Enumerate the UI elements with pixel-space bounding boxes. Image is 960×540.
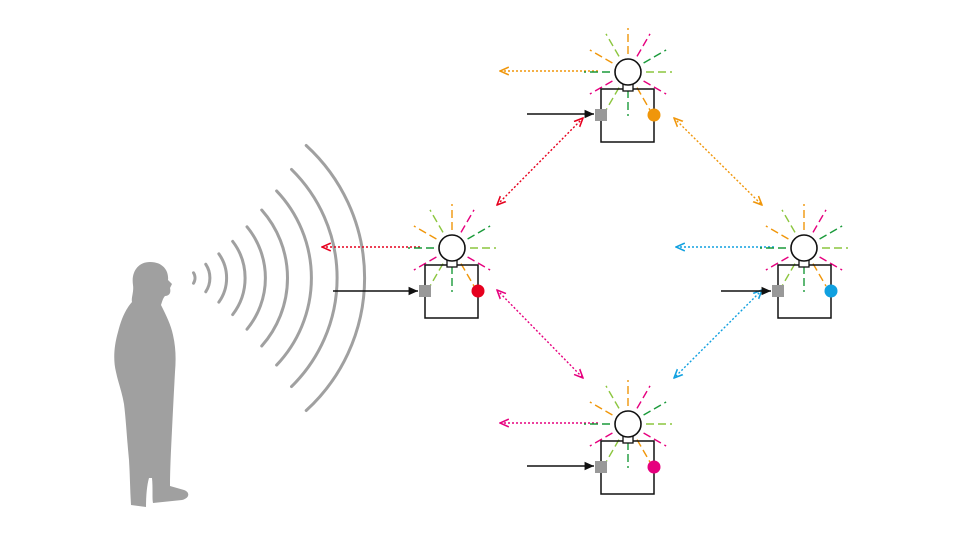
sound-waves bbox=[192, 143, 367, 413]
light-bulb-icon bbox=[614, 58, 642, 86]
light-ray bbox=[781, 263, 796, 287]
light-ray bbox=[765, 256, 789, 271]
light-ray bbox=[643, 80, 667, 95]
light-ray bbox=[636, 87, 651, 111]
light-ray bbox=[636, 439, 651, 463]
light-ray bbox=[413, 225, 437, 240]
sound-wave-arc bbox=[275, 189, 313, 367]
light-ray bbox=[812, 263, 827, 287]
links-layer bbox=[497, 118, 762, 378]
light-ray bbox=[643, 401, 667, 416]
nodes-layer bbox=[408, 28, 848, 495]
status-led-icon bbox=[824, 284, 838, 298]
sound-wave-arc bbox=[245, 225, 267, 331]
sound-wave-arc bbox=[231, 239, 247, 317]
light-ray bbox=[643, 49, 667, 64]
inputs-layer bbox=[333, 109, 771, 471]
node-top bbox=[584, 28, 672, 143]
light-ray bbox=[636, 33, 651, 57]
light-ray bbox=[460, 263, 475, 287]
status-led-icon bbox=[647, 460, 661, 474]
light-ray bbox=[429, 209, 444, 233]
node-left bbox=[408, 204, 496, 319]
sound-wave-arc bbox=[290, 167, 339, 389]
light-ray bbox=[819, 225, 843, 240]
standing-person-icon bbox=[114, 262, 189, 507]
link-left-bottom bbox=[497, 290, 583, 378]
light-ray bbox=[589, 401, 613, 416]
sound-wave-arc bbox=[260, 208, 289, 348]
light-ray bbox=[589, 80, 613, 95]
light-ray bbox=[429, 263, 444, 287]
sound-wave-arc bbox=[217, 252, 229, 304]
light-ray bbox=[467, 225, 491, 240]
input-port bbox=[772, 285, 784, 297]
light-ray bbox=[460, 209, 475, 233]
light-ray bbox=[605, 33, 620, 57]
light-ray bbox=[605, 439, 620, 463]
input-port bbox=[595, 109, 607, 121]
sound-wave-arc bbox=[204, 262, 212, 294]
light-ray bbox=[643, 432, 667, 447]
status-led-icon bbox=[471, 284, 485, 298]
light-bulb-icon bbox=[614, 410, 642, 438]
input-port bbox=[595, 461, 607, 473]
light-ray bbox=[781, 209, 796, 233]
light-bulb-icon bbox=[790, 234, 818, 262]
light-ray bbox=[589, 432, 613, 447]
outputs-layer bbox=[322, 71, 774, 423]
status-led-icon bbox=[647, 108, 661, 122]
link-top-left bbox=[497, 118, 583, 205]
light-ray bbox=[605, 87, 620, 111]
light-bulb-icon bbox=[438, 234, 466, 262]
sound-wave-arc bbox=[304, 143, 367, 413]
sound-wave-arc bbox=[192, 271, 197, 285]
light-ray bbox=[819, 256, 843, 271]
node-bottom bbox=[584, 380, 672, 495]
link-right-bottom bbox=[674, 290, 762, 378]
light-ray bbox=[636, 385, 651, 409]
light-ray bbox=[812, 209, 827, 233]
light-ray bbox=[413, 256, 437, 271]
link-top-right bbox=[674, 118, 762, 205]
light-ray bbox=[589, 49, 613, 64]
light-ray bbox=[467, 256, 491, 271]
light-ray bbox=[765, 225, 789, 240]
node-right bbox=[760, 204, 848, 319]
input-port bbox=[419, 285, 431, 297]
light-ray bbox=[605, 385, 620, 409]
